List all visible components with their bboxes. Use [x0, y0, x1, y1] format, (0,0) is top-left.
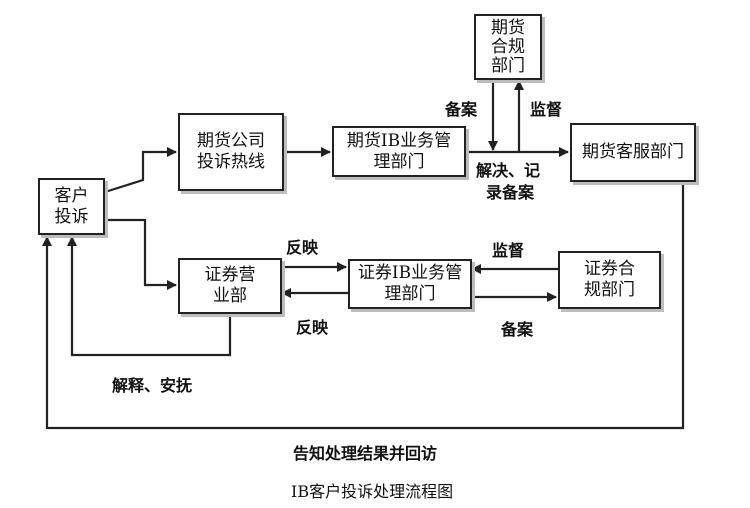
node-securities-compliance: 证券合规部门 [558, 251, 661, 309]
edge-label-supervision-bottom: 监督 [492, 241, 525, 260]
node-futures-service: 期货客服部门 [570, 123, 696, 182]
edge-label-filing-top: 备案 [445, 100, 478, 119]
node-futures-ib-dept-text: 期货IB业务管理部门 [346, 130, 452, 172]
node-securities-ib-dept: 证券IB业务管理部门 [348, 259, 472, 309]
edge-label-resolve-record-2: 录备案 [486, 183, 535, 202]
node-futures-service-text: 期货客服部门 [582, 142, 684, 162]
arrow-customer-to-branch [105, 218, 177, 290]
arrow-customer-to-hotline [104, 147, 177, 194]
node-futures-hotline-text: 期货公司投诉热线 [197, 131, 265, 172]
node-securities-branch: 证券营业部 [178, 258, 282, 314]
node-futures-ib-dept: 期货IB业务管理部门 [332, 126, 466, 177]
edge-label-feedback-upper: 反映 [286, 238, 319, 257]
edge-label-resolve-record-1: 解决、记 [476, 161, 541, 180]
node-customer-complaint-text: 客户投诉 [54, 185, 89, 227]
edge-label-filing-bottom: 备案 [501, 320, 534, 339]
node-futures-compliance: 期货合规部门 [474, 14, 542, 80]
node-securities-ib-dept-text: 证券IB业务管理部门 [357, 263, 463, 304]
edge-label-notify-revisit: 告知处理结果并回访 [293, 444, 438, 463]
node-customer-complaint: 客户投诉 [38, 178, 105, 235]
node-futures-hotline: 期货公司投诉热线 [178, 113, 284, 191]
arrow-branch-to-customer [67, 236, 232, 357]
node-securities-compliance-text: 证券合规部门 [584, 259, 635, 300]
node-futures-compliance-text: 期货合规部门 [491, 17, 525, 76]
edge-label-explain-comfort: 解释、安抚 [112, 376, 193, 395]
arrow-service-to-customer [42, 182, 685, 430]
node-securities-branch-text: 证券营业部 [204, 265, 256, 306]
figure-caption: IB客户投诉处理流程图 [291, 482, 454, 501]
edge-label-feedback-lower: 反映 [296, 318, 329, 337]
edge-label-supervision-top: 监督 [530, 100, 563, 119]
